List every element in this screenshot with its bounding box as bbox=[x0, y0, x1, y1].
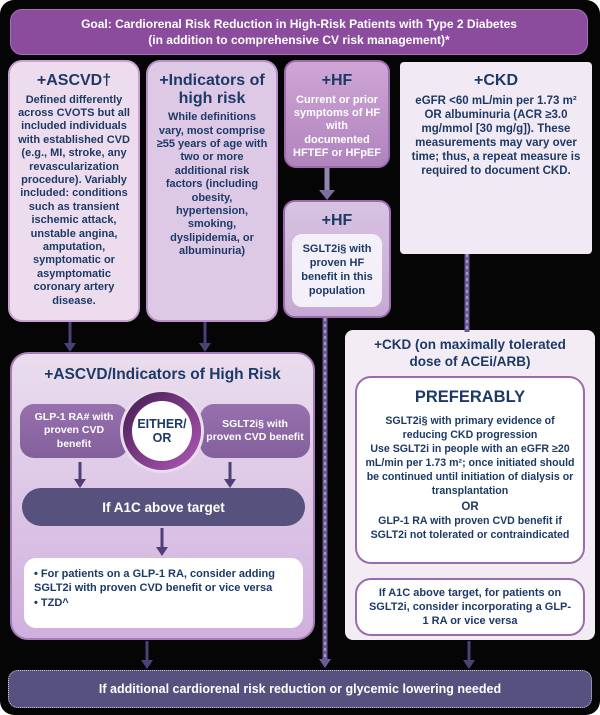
ascvd-pathway-box: +ASCVD/Indicators of High Risk GLP-1 RA#… bbox=[10, 352, 315, 640]
hf-column: +HF Current or prior symptoms of HF with… bbox=[284, 60, 390, 168]
a1c-note-text: If A1C above target, for patients on SGL… bbox=[368, 586, 572, 628]
ckd-column-title: +CKD bbox=[473, 72, 518, 89]
glp1-pill: GLP-1 RA# with proven CVD benefit bbox=[20, 404, 128, 458]
footer-banner: If additional cardiorenal risk reduction… bbox=[8, 670, 592, 708]
ascvd-column-body: Defined differently across CVOTS but all… bbox=[18, 93, 130, 307]
arrow-ascvd-to-pathway bbox=[60, 322, 80, 352]
preferably-line1: SGLT2i§ with primary evidence of reducin… bbox=[385, 415, 555, 441]
goal-banner-line2: (in addition to comprehensive CV risk ma… bbox=[148, 33, 450, 47]
goal-banner-line1: Goal: Cardiorenal Risk Reduction in High… bbox=[81, 16, 517, 31]
arrow-hf-to-hf-benefit bbox=[317, 168, 337, 200]
or-line: OR bbox=[152, 431, 172, 445]
indicators-column-title: +Indicators of high risk bbox=[159, 72, 265, 107]
ckd-column-body: eGFR <60 mL/min per 1.73 m² OR albuminur… bbox=[411, 94, 581, 177]
preferably-or: OR bbox=[461, 500, 479, 513]
preferably-heading: PREFERABLY bbox=[414, 388, 526, 406]
ascvd-column-title: +ASCVD† bbox=[36, 72, 112, 89]
arrow-indicators-to-pathway bbox=[195, 322, 215, 352]
ckd-pathway-title: +CKD (on maximally tolerated dose of ACE… bbox=[374, 337, 566, 369]
a1c-note-card: If A1C above target, for patients on SGL… bbox=[355, 578, 585, 636]
hf-column-body: Current or prior symptoms of HF with doc… bbox=[293, 93, 381, 160]
a1c-target-bar: If A1C above target bbox=[22, 488, 305, 526]
either-or-circle: EITHER/ OR bbox=[123, 392, 201, 470]
either-or-label: EITHER/ OR bbox=[132, 401, 192, 461]
either-line: EITHER/ bbox=[137, 416, 187, 431]
bullet-item-combination: • For patients on a GLP-1 RA, consider a… bbox=[34, 568, 275, 595]
arrow-glp1-to-a1c bbox=[70, 462, 90, 488]
arrow-pathway-to-footer bbox=[137, 641, 157, 670]
preferably-card: PREFERABLY SGLT2i§ with primary evidence… bbox=[355, 376, 585, 564]
indicators-column-body: While definitions vary, most comprise ≥5… bbox=[156, 111, 268, 258]
arrow-a1c-to-bullets bbox=[152, 528, 172, 556]
arrow-sglt2-to-a1c bbox=[220, 462, 240, 488]
line-hf-benefit-to-footer bbox=[315, 318, 335, 670]
sglt2-pill: SGLT2i§ with proven CVD benefit bbox=[200, 404, 310, 458]
preferably-line3: GLP-1 RA with proven CVD benefit if SGLT… bbox=[370, 514, 570, 541]
indicators-column: +Indicators of high risk While definitio… bbox=[146, 60, 278, 322]
arrow-ckd-pathway-to-footer bbox=[459, 641, 479, 670]
ckd-column: +CKD eGFR <60 mL/min per 1.73 m² OR albu… bbox=[400, 62, 592, 254]
hf-benefit-title: +HF bbox=[321, 212, 353, 229]
footer-text: If additional cardiorenal risk reduction… bbox=[98, 682, 502, 696]
goal-banner: Goal: Cardiorenal Risk Reduction in High… bbox=[10, 9, 588, 55]
bullet-item-tzd: • TZD^ bbox=[34, 596, 69, 609]
ascvd-pathway-title: +ASCVD/Indicators of High Risk bbox=[44, 366, 281, 383]
hf-column-title: +HF bbox=[321, 72, 353, 89]
ascvd-column: +ASCVD† Defined differently across CVOTS… bbox=[8, 60, 140, 322]
combination-therapy-box: • For patients on a GLP-1 RA, consider a… bbox=[24, 558, 303, 628]
hf-benefit-box: +HF SGLT2i§ with proven HF benefit in th… bbox=[283, 200, 391, 318]
line-ckd-to-ckd-pathway bbox=[457, 254, 477, 332]
hf-benefit-body: SGLT2i§ with proven HF benefit in this p… bbox=[292, 233, 382, 307]
preferably-line2: Use SGLT2i in people with an eGFR ≥20 mL… bbox=[365, 442, 575, 497]
ckd-pathway-box: +CKD (on maximally tolerated dose of ACE… bbox=[345, 330, 595, 640]
